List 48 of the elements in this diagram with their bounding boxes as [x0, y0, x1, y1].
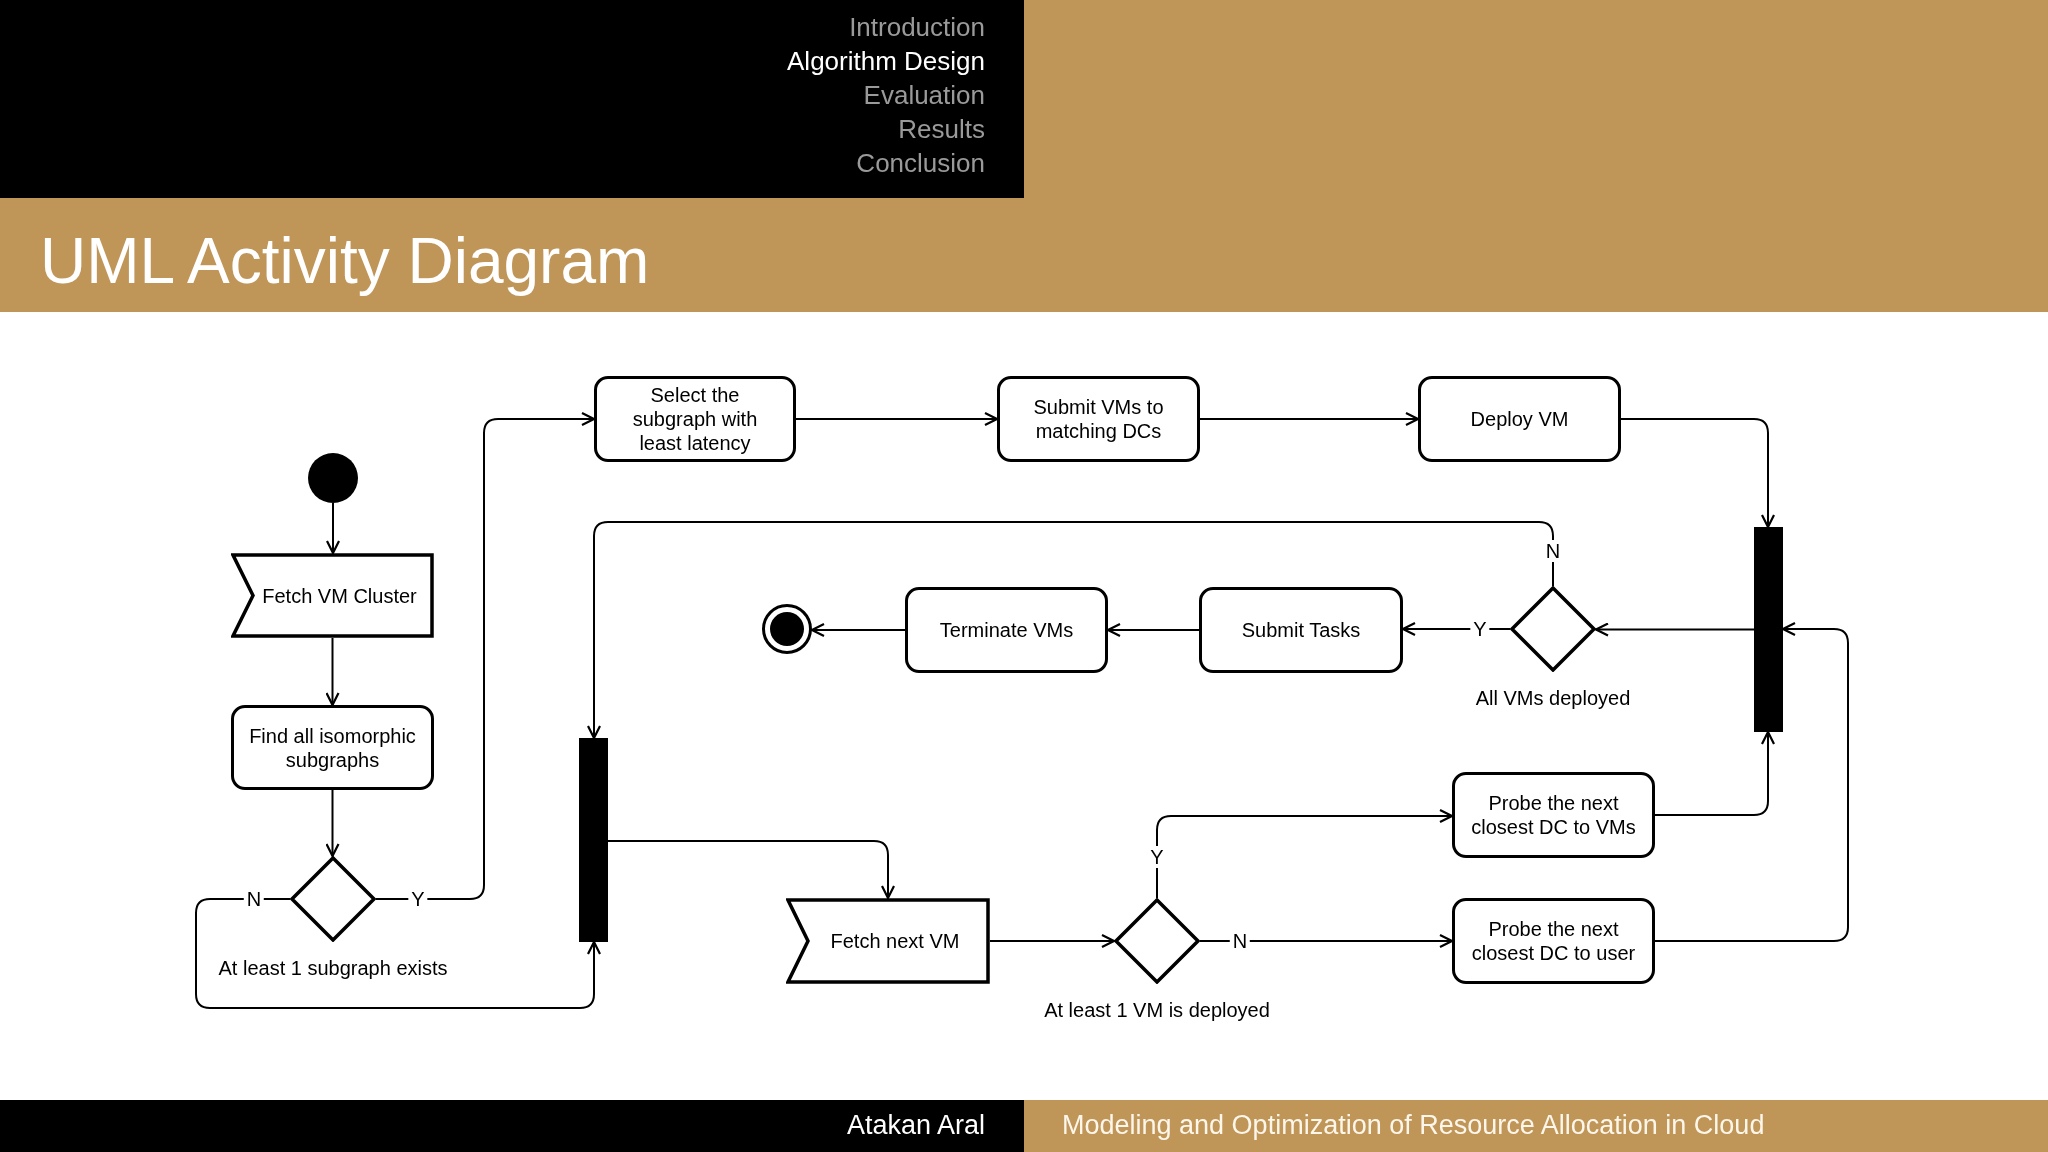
flow-arrow — [325, 502, 341, 555]
flow-arrow — [1156, 808, 1454, 899]
flow-arrow — [1199, 411, 1420, 427]
action-box: Deploy VM — [1418, 376, 1621, 462]
flow-arrow — [795, 411, 999, 427]
action-box: Terminate VMs — [905, 587, 1108, 673]
final-node — [762, 604, 812, 654]
flow-arrow — [810, 622, 906, 638]
section-nav-item: Results — [898, 113, 985, 146]
flow-arrow — [375, 411, 596, 900]
flow-arrow — [1106, 622, 1200, 638]
fork-bar — [579, 738, 608, 942]
action-box: Submit Tasks — [1199, 587, 1403, 673]
flow-arrow — [1654, 621, 1849, 942]
flow-arrow — [989, 933, 1116, 949]
decision-diamond — [1510, 586, 1596, 672]
presentation-title: Modeling and Optimization of Resource Allocation in Cloud — [1062, 1109, 1765, 1142]
fork-bar — [1754, 527, 1783, 732]
flow-arrow — [325, 789, 340, 858]
section-nav-item: Conclusion — [856, 147, 985, 180]
author-name: Atakan Aral — [846, 1109, 985, 1142]
action-box: Submit VMs to matching DCs — [997, 376, 1200, 462]
flow-arrow — [1620, 418, 1776, 529]
section-nav-item: Introduction — [849, 11, 985, 44]
section-nav-item: Algorithm Design — [787, 45, 985, 78]
flow-arrow — [325, 637, 340, 707]
flow-arrow — [586, 521, 1554, 740]
initial-node — [308, 453, 358, 503]
flow-arrow — [1199, 933, 1454, 949]
guard-label: At least 1 VM is deployed — [1044, 998, 1270, 1022]
section-nav-item: Evaluation — [863, 79, 985, 112]
guard-label: At least 1 subgraph exists — [218, 956, 448, 980]
action-box: Probe the next closest DC to VMs — [1452, 772, 1655, 858]
flow-arrow — [607, 840, 896, 900]
decision-diamond — [1114, 898, 1200, 984]
action-box: Find all isomorphic subgraphs — [231, 705, 434, 790]
flow-arrow — [1401, 621, 1511, 637]
flow-arrow — [195, 898, 602, 1009]
flow-arrow — [1654, 730, 1776, 816]
guard-label: All VMs deployed — [1475, 686, 1631, 710]
edge-label: Y — [1147, 846, 1167, 868]
signal-receipt-shape: Fetch VM Cluster — [231, 553, 434, 638]
action-box: Select the subgraph with least latency — [594, 376, 796, 462]
action-box: Probe the next closest DC to user — [1452, 898, 1655, 984]
slide-title: UML Activity Diagram — [40, 224, 650, 299]
flow-arrow — [1594, 622, 1755, 637]
signal-receipt-shape: Fetch next VM — [786, 898, 990, 984]
decision-diamond — [290, 856, 376, 942]
